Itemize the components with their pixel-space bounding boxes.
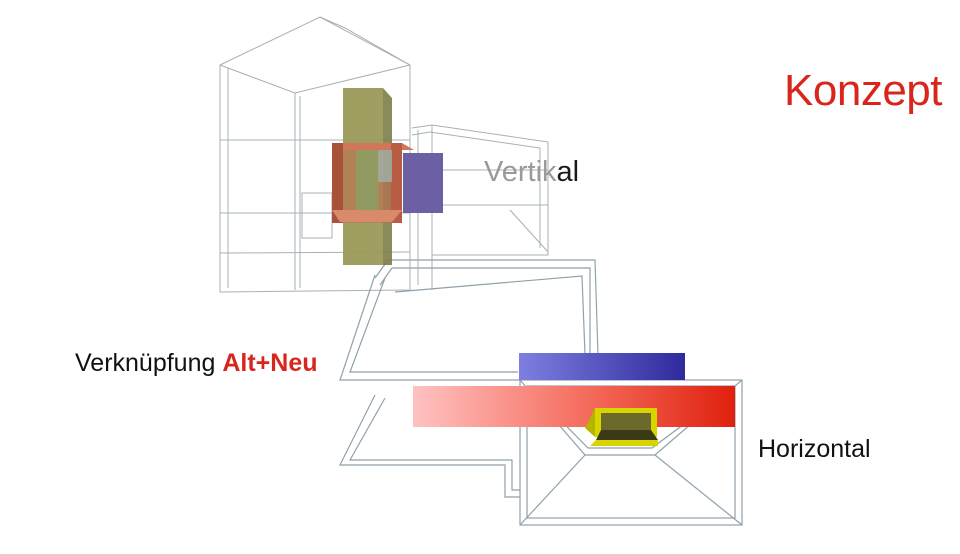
label-verknuepfung-accent: Alt+Neu: [222, 349, 318, 377]
vertical-panel: [403, 153, 443, 213]
label-vertikal-main: Vertik: [484, 156, 557, 188]
label-vertikal-tail: al: [556, 156, 580, 188]
label-verknuepfung-main: Verknüpfung: [75, 349, 223, 377]
vertical-element: [332, 88, 443, 265]
horizontal-top-bar: [519, 353, 685, 380]
vertical-box: [332, 143, 414, 223]
label-vertikal: Vertikal: [484, 156, 579, 189]
connector-box: [585, 408, 658, 446]
horizontal-bottom-bar: [413, 386, 735, 427]
label-verknuepfung: Verknüpfung Alt+Neu: [75, 349, 318, 378]
label-horizontal: Horizontal: [758, 435, 871, 463]
slide-title: Konzept: [784, 66, 942, 115]
horizontal-element: [413, 353, 735, 446]
connector-wireframe: [339, 259, 599, 498]
